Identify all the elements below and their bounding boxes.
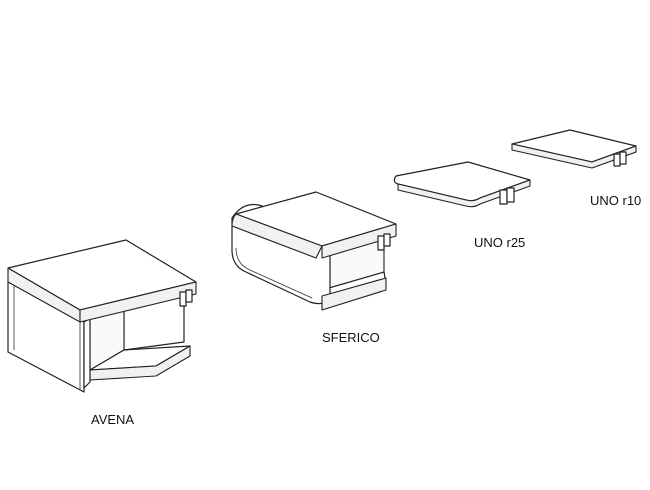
uno-r10-drawing (511, 129, 637, 169)
avena-drawing (7, 239, 197, 393)
uno-r25-drawing (393, 161, 531, 208)
avena-label: AVENA (91, 412, 135, 427)
uno-r10-label: UNO r10 (590, 193, 642, 208)
uno-r25-label: UNO r25 (474, 235, 526, 250)
sferico-drawing (231, 191, 397, 311)
sferico-label: SFERICO (322, 330, 380, 345)
